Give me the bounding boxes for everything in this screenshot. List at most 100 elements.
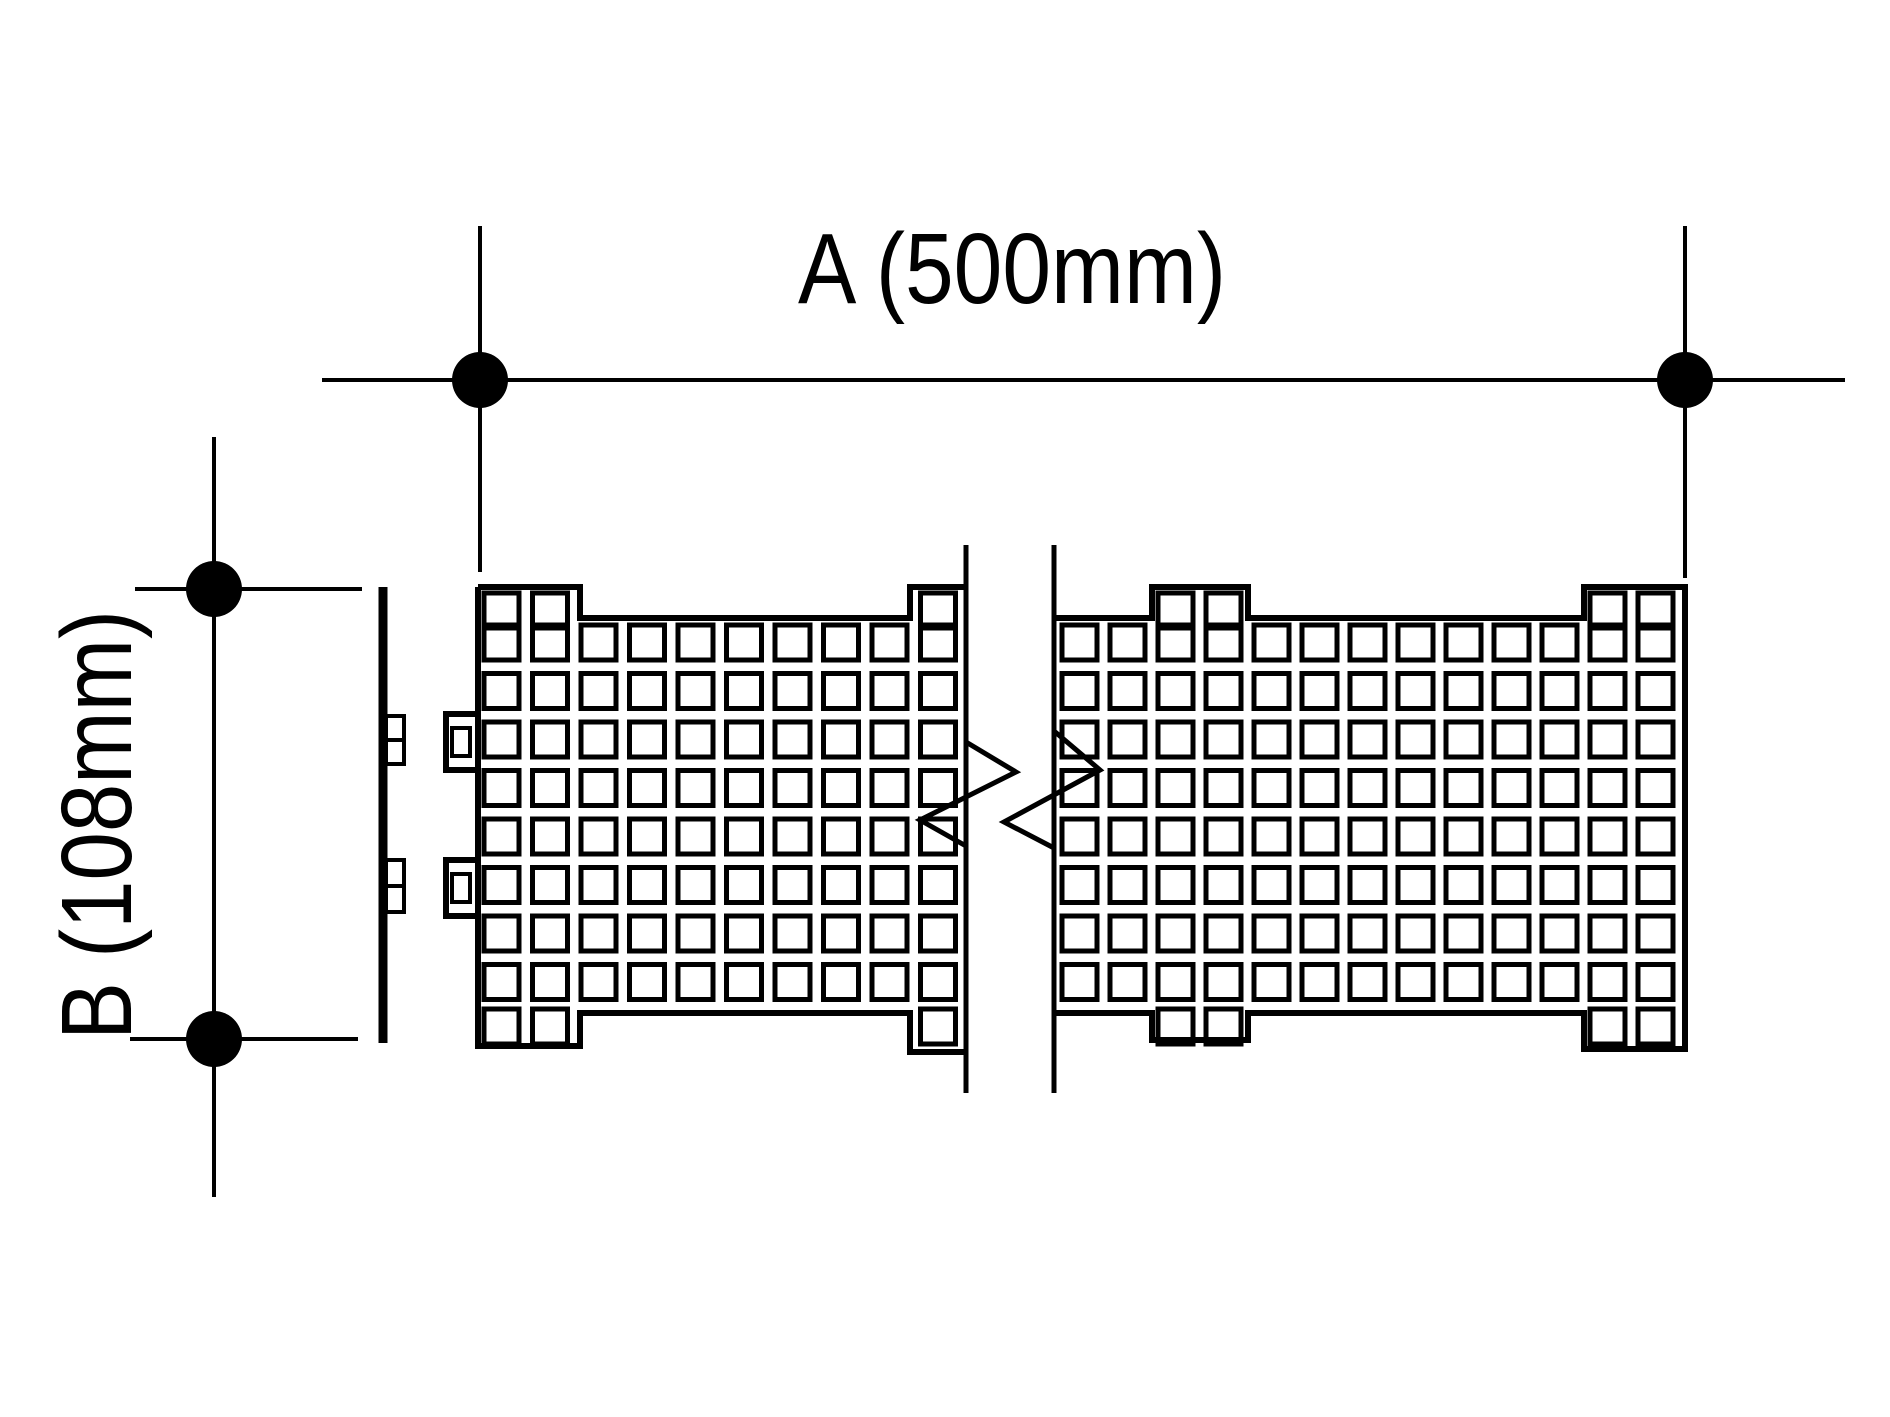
grid-cell (1395, 671, 1436, 711)
grid-cell (1539, 865, 1580, 905)
grid-cell (1443, 816, 1484, 857)
grid-cell (1635, 719, 1676, 760)
grid-cell (869, 962, 910, 1002)
grid-cell-cap (1587, 590, 1628, 631)
grid-cell (1443, 768, 1484, 808)
grid-cell-cap (918, 1006, 958, 1047)
grid-cell (481, 719, 522, 760)
grid-cell (1587, 622, 1628, 663)
grid-cell (772, 622, 813, 663)
grid-cell (1395, 962, 1436, 1002)
grid-cell (869, 816, 910, 857)
grid-cell (1059, 816, 1100, 857)
grid-cell (869, 768, 910, 808)
dimension-b-bottom-node (186, 1011, 242, 1067)
grid-cell (481, 768, 522, 808)
grid-cell-cap (481, 590, 522, 631)
grid-cell (1635, 768, 1676, 808)
grid-cell (627, 816, 667, 857)
grid-cell (1155, 671, 1196, 711)
grid-cell (772, 768, 813, 808)
grid-cell (530, 719, 570, 760)
grid-cell (869, 719, 910, 760)
grid-cell (1635, 816, 1676, 857)
grid-cell (1299, 962, 1340, 1002)
grid-cell (1059, 671, 1100, 711)
grid-cell (675, 816, 716, 857)
grid-panel (443, 584, 1688, 1055)
grid-cell (675, 913, 716, 954)
break-zigzag-right (998, 729, 1105, 851)
grid-cell (1539, 768, 1580, 808)
grid-cell (821, 622, 861, 663)
grid-cell (772, 865, 813, 905)
grid-cell (1491, 622, 1532, 663)
grid-cell (1203, 768, 1244, 808)
grid-cell (1443, 913, 1484, 954)
grid-cell (1539, 816, 1580, 857)
grid-cell (1155, 865, 1196, 905)
grid-cell (869, 865, 910, 905)
grid-cell (1059, 913, 1100, 954)
grid-cell (821, 816, 861, 857)
grid-cell (1491, 719, 1532, 760)
grid-cell (1539, 719, 1580, 760)
grid-cell (1491, 913, 1532, 954)
grid-cell (1395, 865, 1436, 905)
grid-cell (1059, 962, 1100, 1002)
grid-cell (675, 768, 716, 808)
grid-cell (1395, 622, 1436, 663)
grid-cell (1395, 719, 1436, 760)
grid-cell (627, 865, 667, 905)
grid-cell (1251, 962, 1292, 1002)
grid-cell (918, 913, 958, 954)
grid-cell (578, 671, 619, 711)
grid-cell (918, 865, 958, 905)
dimension-a-right-node (1657, 352, 1713, 408)
grid-cell (530, 816, 570, 857)
grid-cell (481, 622, 522, 663)
grid-cell (675, 865, 716, 905)
grid-cell (724, 962, 764, 1002)
dimension-a-label: A (500mm) (798, 213, 1226, 325)
grid-side-clip-slot (450, 726, 472, 758)
grid-side-clip (443, 711, 478, 773)
grid-cell (1347, 622, 1388, 663)
grid-cell (724, 768, 764, 808)
grid-cell-cap (1635, 1006, 1676, 1047)
grid-cell (627, 622, 667, 663)
grid-cell (1299, 768, 1340, 808)
grid-cell (675, 719, 716, 760)
grid-cell-cap (1203, 590, 1244, 631)
grid-panel-left-outline (475, 584, 966, 1055)
dimension-b (130, 437, 362, 1197)
grid-cell (530, 962, 570, 1002)
grid-cell (1347, 865, 1388, 905)
grid-cell (1203, 622, 1244, 663)
grid-cell (1539, 913, 1580, 954)
grid-cell (1299, 865, 1340, 905)
grid-cell (918, 719, 958, 760)
grid-cell (1299, 719, 1340, 760)
grid-cell (627, 768, 667, 808)
grid-cell (772, 913, 813, 954)
grid-cell (1347, 671, 1388, 711)
grid-cell (1491, 962, 1532, 1002)
grid-cell (578, 913, 619, 954)
grid-cell (724, 865, 764, 905)
grid-cell (578, 816, 619, 857)
grid-cell (1443, 622, 1484, 663)
grid-cell (772, 671, 813, 711)
grid-cell (1251, 768, 1292, 808)
grid-cell (1395, 913, 1436, 954)
grid-cell (627, 962, 667, 1002)
grid-cell (772, 962, 813, 1002)
grid-cell (1251, 865, 1292, 905)
grid-cell (1347, 913, 1388, 954)
grid-cell (869, 622, 910, 663)
grid-cell (1155, 768, 1196, 808)
grid-cell (578, 622, 619, 663)
grid-cell (530, 865, 570, 905)
grid-cell (1155, 816, 1196, 857)
grid-cell (481, 816, 522, 857)
